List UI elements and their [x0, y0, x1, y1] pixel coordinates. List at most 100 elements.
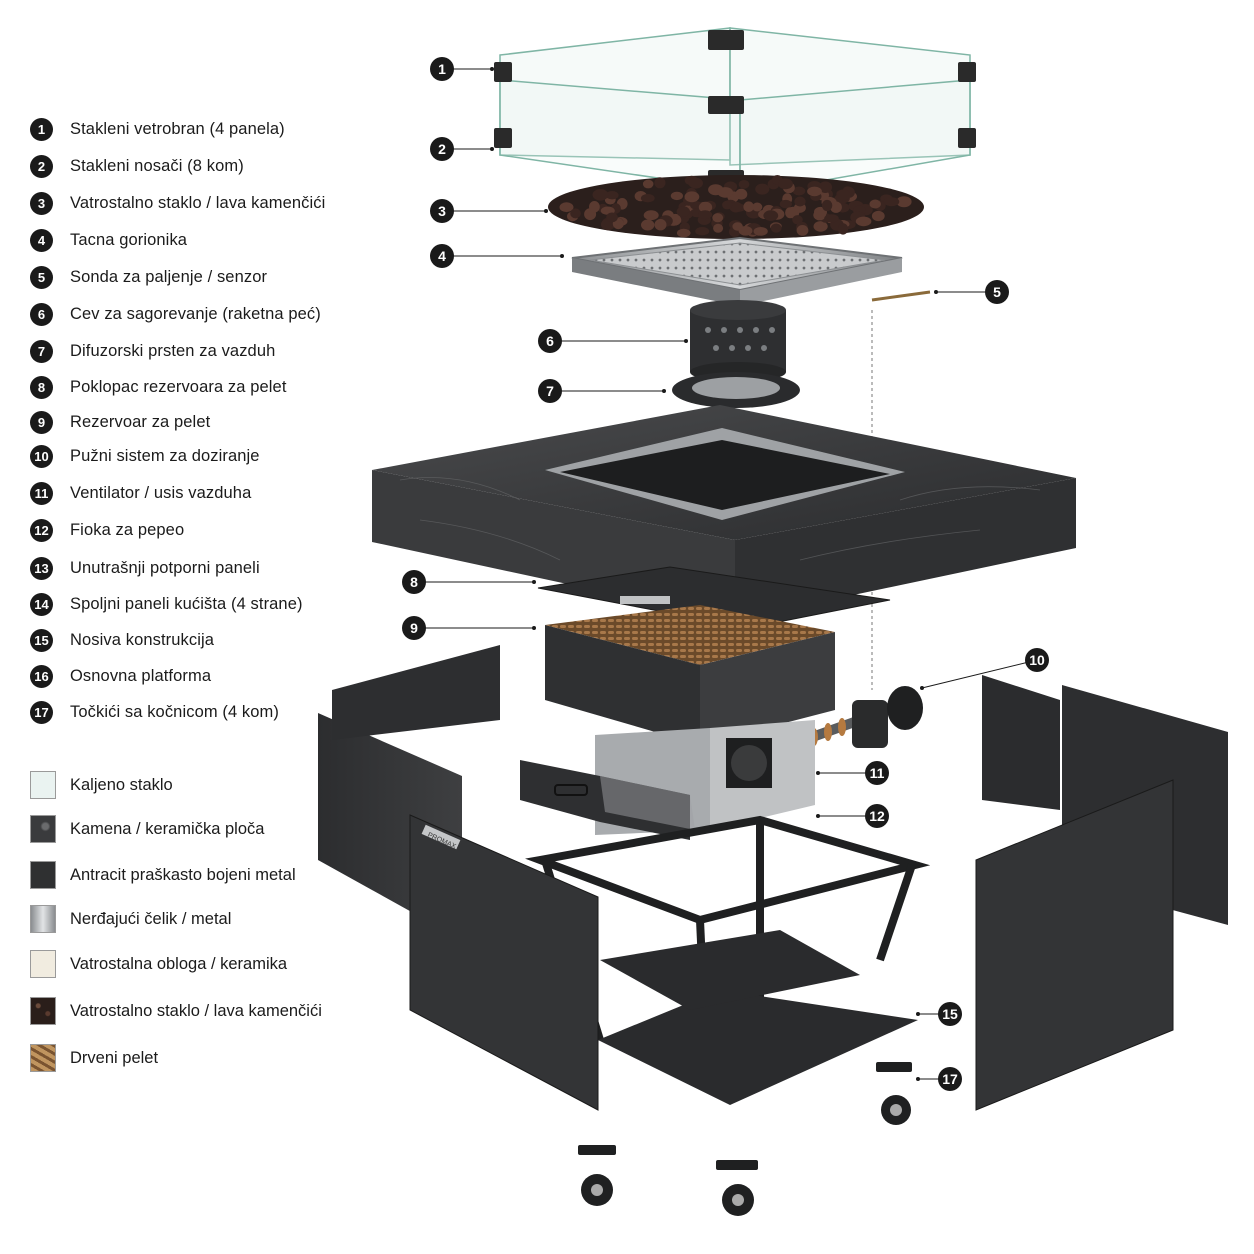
lava-stone — [869, 199, 881, 209]
callout-number: 17 — [942, 1071, 958, 1087]
callout-number: 8 — [410, 574, 418, 590]
steel-swatch — [30, 905, 56, 933]
part-number-badge: 16 — [30, 664, 53, 688]
lava-stone — [688, 177, 703, 189]
lava-stone — [670, 191, 684, 201]
part-number-badge: 12 — [30, 518, 53, 542]
callout-number: 10 — [1029, 652, 1045, 668]
lava-stone — [698, 210, 713, 220]
callout-badge — [402, 570, 426, 594]
lava-stone — [640, 194, 655, 203]
callout-number: 12 — [869, 808, 885, 824]
part-label: Stakleni vetrobran (4 panela) — [70, 119, 285, 138]
part-label: Sonda za paljenje / senzor — [70, 267, 268, 286]
lava-stone — [778, 178, 793, 190]
glass-bracket-icon — [494, 30, 976, 188]
lava-stone — [883, 197, 900, 207]
part-number-badge: 11 — [30, 481, 53, 505]
lava-stone — [813, 221, 828, 232]
part-label: Fioka za pepeo — [70, 520, 185, 539]
leader-dot — [916, 1077, 920, 1081]
callout-badge — [538, 379, 562, 403]
callout-8: 8 — [402, 570, 536, 594]
outer-panels: PROMAX — [318, 645, 1228, 1111]
leader-dot — [816, 771, 820, 775]
part-number-badge: 13 — [30, 556, 53, 580]
callout-17: 17 — [916, 1067, 962, 1091]
lava-stone — [896, 196, 912, 208]
callout-7: 7 — [538, 379, 666, 403]
lava-stone — [695, 227, 710, 236]
callout-badge — [402, 616, 426, 640]
lava-stone — [837, 189, 851, 201]
lava-stone — [698, 201, 713, 213]
lava-stone — [713, 223, 724, 233]
leader-dot — [560, 254, 564, 258]
lava-stone — [654, 177, 666, 189]
material-item: Vatrostalna obloga / keramika — [30, 949, 287, 979]
callout-badge — [865, 804, 889, 828]
leader-dot — [490, 67, 494, 71]
part-label: Točkići sa kočnicom (4 kom) — [70, 702, 279, 721]
callout-9: 9 — [402, 616, 536, 640]
lava-stone — [717, 187, 734, 198]
lava-stone — [752, 202, 763, 212]
part-label: Rezervoar za pelet — [70, 412, 211, 431]
anthracite-swatch — [30, 861, 56, 889]
callout-badge — [430, 137, 454, 161]
part-label: Poklopac rezervoara za pelet — [70, 377, 287, 396]
lava-stone — [796, 225, 809, 236]
lava-stone — [755, 183, 770, 195]
callout-number: 3 — [438, 203, 446, 219]
callout-number: 2 — [438, 141, 446, 157]
callout-badge — [430, 57, 454, 81]
ceramic-swatch — [30, 950, 56, 978]
part-number-badge: 5 — [30, 265, 53, 289]
lava-stone — [770, 223, 782, 233]
lava-stone — [855, 216, 872, 227]
lava-stone — [643, 210, 659, 221]
callout-10: 10 — [920, 648, 1049, 690]
leader-dot — [920, 686, 924, 690]
ignition-probe — [871, 290, 931, 690]
part-item: 5 Sonda za paljenje / senzor — [30, 265, 267, 289]
callout-badge — [430, 199, 454, 223]
part-number-badge: 7 — [30, 339, 53, 363]
material-item: Drveni pelet — [30, 1043, 158, 1073]
leader-dot — [916, 1012, 920, 1016]
lava-stone — [792, 186, 806, 196]
part-label: Nosiva konstrukcija — [70, 630, 215, 649]
callout-number: 6 — [546, 333, 554, 349]
part-number-badge: 4 — [30, 228, 53, 252]
part-label: Cev za sagorevanje (raketna peć) — [70, 304, 321, 323]
lava-stones — [548, 175, 924, 239]
callout-number: 1 — [438, 61, 446, 77]
lava-swatch — [30, 997, 56, 1025]
diffuser-ring — [672, 372, 800, 408]
lava-stone — [763, 210, 779, 221]
burner-tray — [571, 236, 903, 306]
part-number-badge: 3 — [30, 191, 53, 215]
leader-dot — [934, 290, 938, 294]
lava-stone — [642, 179, 654, 189]
callout-4: 4 — [430, 244, 564, 268]
callout-number: 5 — [993, 284, 1001, 300]
material-label: Kaljeno staklo — [70, 775, 173, 794]
lava-stone — [605, 191, 619, 200]
material-item: Kamena / keramička ploča — [30, 814, 264, 844]
leader-dot — [662, 389, 666, 393]
lava-stone — [824, 214, 839, 223]
lava-stone — [785, 207, 796, 219]
material-item: Kaljeno staklo — [30, 770, 173, 800]
material-label: Drveni pelet — [70, 1048, 159, 1067]
material-label: Nerđajući čelik / metal — [70, 909, 232, 928]
material-item: Antracit praškasto bojeni metal — [30, 860, 296, 890]
